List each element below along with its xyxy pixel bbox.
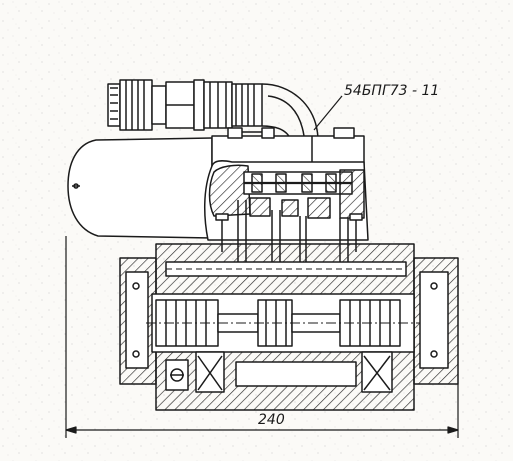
- dimension-label: 240: [258, 412, 285, 428]
- solenoid-housing: [67, 137, 213, 239]
- part-label: 54БПГ73 - 11: [344, 83, 439, 99]
- pilot-valve-section: [203, 160, 369, 276]
- part-leader-line: [313, 95, 343, 131]
- electrical-connector: [107, 79, 319, 139]
- solenoid-cover: [211, 127, 365, 167]
- main-valve-body: [119, 243, 459, 411]
- dimension-line: [65, 236, 459, 438]
